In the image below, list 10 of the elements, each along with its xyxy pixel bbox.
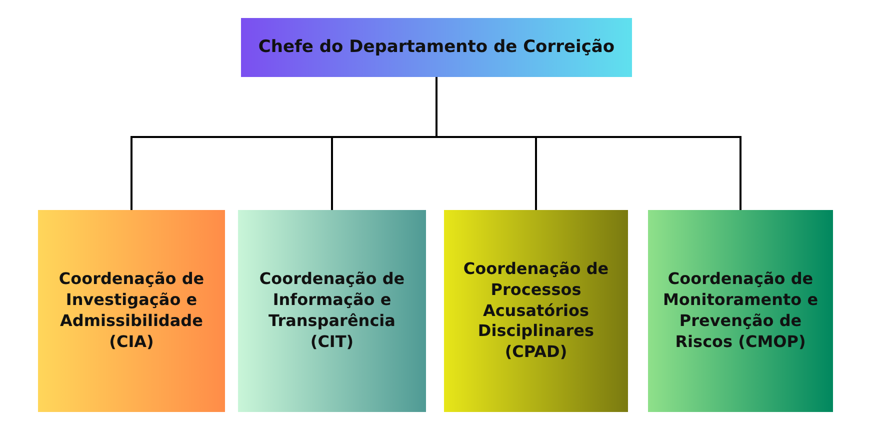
department-box bbox=[38, 210, 225, 412]
box-label: Coordenação de Informação e Transparência (CIT) bbox=[258, 269, 406, 353]
box-label: Coordenação de Monitoramento e Prevenção de Riscos (CMOP) bbox=[662, 269, 820, 353]
box-label: Coordenação de Processos Acusatórios Disciplinares (CPAD) bbox=[462, 259, 610, 363]
box-label: Chefe do Departamento de Correição bbox=[258, 36, 615, 59]
department-box bbox=[444, 210, 628, 412]
department-box bbox=[648, 210, 833, 412]
title-box bbox=[241, 18, 632, 77]
department-box bbox=[238, 210, 426, 412]
box-label: Coordenação de Investigação e Admissibilidade (CIA) bbox=[58, 269, 206, 353]
